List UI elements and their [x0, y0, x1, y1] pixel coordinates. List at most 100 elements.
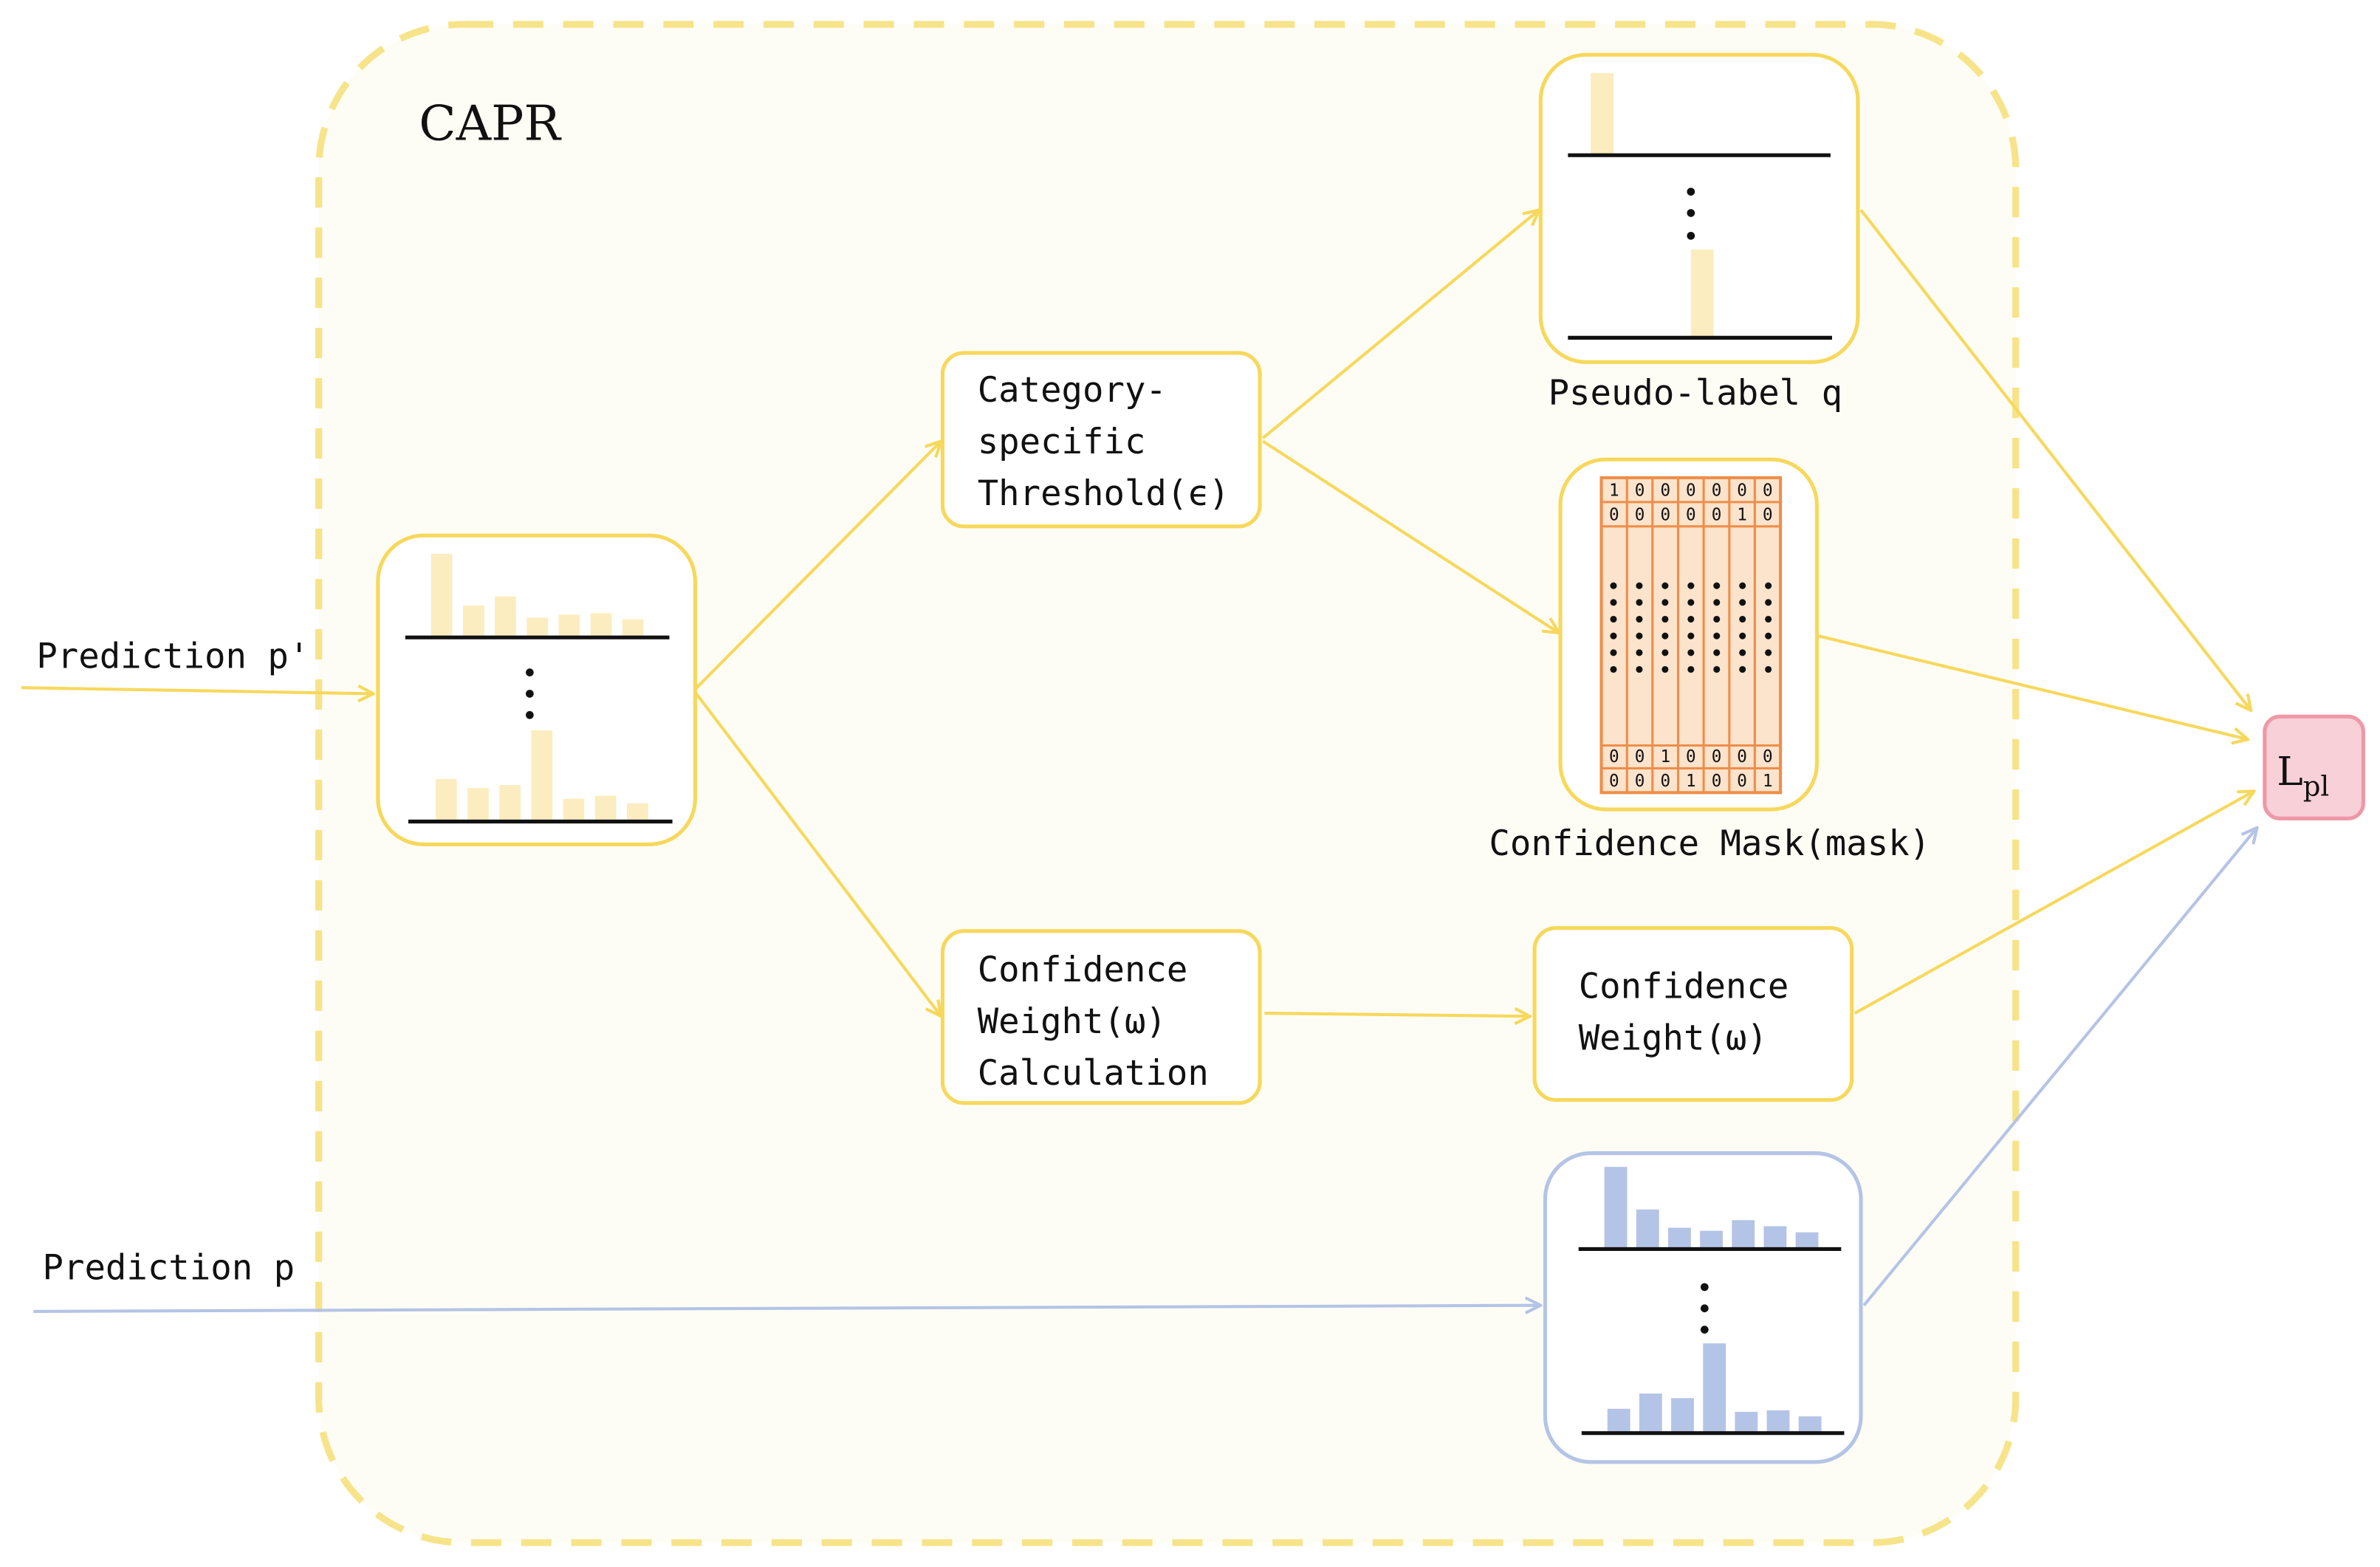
mask-cell: 0 [1635, 506, 1645, 525]
mask-cell: 0 [1660, 772, 1670, 791]
weight-calc-line-2: Weight(ω) [978, 1001, 1167, 1042]
bar [1604, 1167, 1628, 1248]
arrow-pseudo-label-to-loss [1859, 209, 2251, 710]
ellipsis-dots [1687, 188, 1695, 240]
arrow-weight-to-loss [1853, 791, 2254, 1015]
prediction-histogram [1543, 1151, 1863, 1464]
loss-box: Lpl [2263, 714, 2365, 820]
bar [1732, 1220, 1755, 1248]
svg-text:Category- specific: Category- specific Threshold(ϵ) [978, 370, 1230, 514]
mask-cell: 0 [1737, 772, 1747, 791]
bar [622, 619, 644, 637]
mask-cell: 0 [1763, 506, 1773, 525]
svg-text:Confidence Weight(ω): Confidence Weight(ω) Calculation [978, 950, 1209, 1094]
mask-cell: 0 [1686, 747, 1696, 767]
mask-cell: 0 [1737, 747, 1747, 767]
mask-cell: 1 [1609, 481, 1619, 501]
mask-cell: 0 [1635, 772, 1645, 791]
bar [1636, 1209, 1659, 1248]
bar [1671, 1398, 1694, 1432]
ellipsis-dots [1700, 1283, 1709, 1334]
arrows [21, 210, 2257, 1311]
bar [495, 596, 516, 637]
mask-cell: 0 [1660, 506, 1670, 525]
pseudo-label-caption: Pseudo-label q [1549, 373, 1842, 414]
pseudo-label-box [1538, 52, 1860, 364]
bar [531, 730, 553, 820]
bar [1766, 1410, 1790, 1432]
arrow-mask-to-loss [1817, 634, 2248, 739]
mask-cell: 0 [1712, 481, 1722, 501]
arrow-histogram-to-weight-calc [693, 691, 941, 1016]
mask-cell: 0 [1686, 506, 1696, 525]
mask-grid-lines [1601, 477, 1781, 793]
prediction-histogram-bars-top [1604, 1167, 1819, 1248]
mask-cell: 0 [1737, 481, 1747, 501]
weight-calc-line-1: Confidence [978, 950, 1188, 990]
mask-cell: 0 [1763, 481, 1773, 501]
bar [467, 788, 489, 820]
bar [499, 785, 521, 820]
bar [1639, 1393, 1662, 1432]
mask-cell: 1 [1660, 747, 1670, 767]
prediction-prime-histogram-box [376, 533, 697, 846]
bar [590, 613, 612, 637]
bar [1795, 1232, 1819, 1248]
arrow-weight-calc-to-weight [1264, 1013, 1530, 1016]
mask-cell: 0 [1686, 481, 1696, 501]
mask-cell: 0 [1609, 772, 1619, 791]
mask-cell: 0 [1712, 772, 1722, 791]
loss-symbol: L [2277, 748, 2302, 795]
bar [1700, 1230, 1723, 1248]
bar [1735, 1411, 1758, 1432]
threshold-line-2: specific [978, 422, 1146, 462]
prediction-histogram-bars-bottom [1607, 1343, 1822, 1432]
mask-cell: 1 [1686, 772, 1696, 791]
bar [594, 795, 617, 820]
weight-line-2: Weight(ω) [1579, 1018, 1768, 1058]
bar [558, 614, 580, 637]
capr-title: CAPR [419, 95, 562, 151]
svg-text:Lpl: Lpl [2277, 748, 2329, 802]
threshold-line-3: Threshold(ϵ) [978, 473, 1230, 514]
mask-cell: 0 [1635, 747, 1645, 767]
ellipsis-dots [526, 668, 534, 719]
bar [462, 605, 484, 637]
bar [626, 803, 648, 820]
mask-cell: 0 [1712, 747, 1722, 767]
mask-ellipsis-dots [1610, 582, 1772, 673]
prediction-prime-histogram-bars-bottom [435, 730, 648, 820]
arrow-prediction-prime-to-histogram [21, 688, 374, 693]
bar [1798, 1416, 1822, 1432]
bar [563, 798, 585, 820]
arrow-prediction-to-histogram [33, 1306, 1540, 1311]
arrow-threshold-to-pseudo-label [1261, 210, 1539, 439]
loss-subscript: pl [2303, 770, 2330, 802]
confidence-mask-caption: Confidence Mask(mask) [1489, 823, 1930, 864]
prediction-prime-label: Prediction p' [36, 636, 309, 676]
mask-cell: 0 [1712, 506, 1722, 525]
mask-cell: 0 [1763, 747, 1773, 767]
prediction-prime-histogram [376, 533, 697, 846]
bar [1667, 1227, 1691, 1248]
bar [1607, 1408, 1630, 1432]
arrow-histogram-to-threshold [693, 441, 941, 690]
mask-cell: 0 [1660, 481, 1670, 501]
prediction-label: Prediction p [43, 1248, 295, 1289]
bar [431, 553, 453, 637]
mask-cell: 0 [1609, 506, 1619, 525]
bar [435, 778, 457, 820]
threshold-box: Category- specific Threshold(ϵ) [940, 351, 1262, 529]
arrow-histogram-to-loss [1862, 828, 2257, 1306]
bar [1591, 72, 1613, 154]
bar [1763, 1226, 1787, 1248]
confidence-weight-box: Confidence Weight(ω) [1532, 926, 1854, 1103]
mask-cell: 0 [1635, 481, 1645, 501]
weight-calculation-box: Confidence Weight(ω) Calculation [940, 929, 1262, 1105]
threshold-line-1: Category- [978, 370, 1167, 411]
mask-cell: 1 [1737, 506, 1747, 525]
